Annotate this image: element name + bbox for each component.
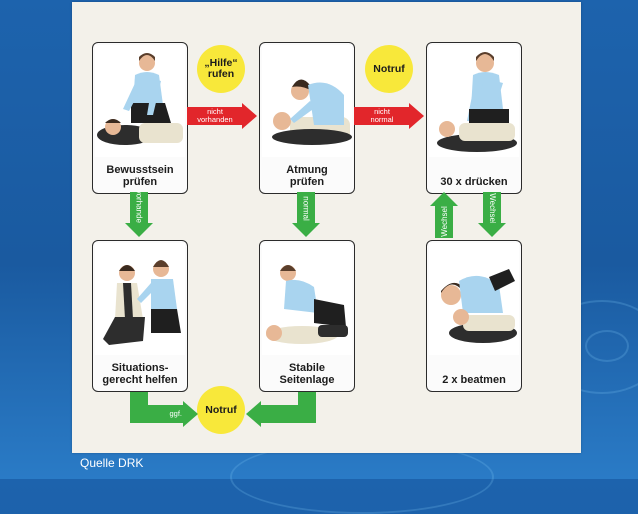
arrow-present: vorhanden <box>125 189 153 238</box>
card-label: 2 x beatmen <box>442 374 506 386</box>
photo-help-appropriately <box>95 243 185 355</box>
card-label: Bewusstsein prüfen <box>106 164 174 188</box>
card-label: Atmung prüfen <box>286 164 328 188</box>
circle-emergency-call-bottom: Notruf <box>197 386 245 434</box>
arrow-label: nicht vorhanden <box>197 107 233 124</box>
arrow-label: normal <box>301 195 311 221</box>
arrow-normal: normal <box>292 192 320 238</box>
arrow-label: ggf. <box>169 409 182 418</box>
arrow-recovery-to-emergency <box>246 401 316 427</box>
photo-recovery-position <box>262 243 352 355</box>
arrow-not-normal: nicht normal <box>354 103 424 129</box>
card-check-consciousness: Bewusstsein prüfen <box>92 42 188 194</box>
card-label: Stabile Seitenlage <box>279 362 335 386</box>
card-recovery-position: Stabile Seitenlage <box>259 240 355 392</box>
arrow-label: nicht normal <box>370 107 394 124</box>
arrow-if-needed: ggf. <box>130 401 198 427</box>
card-check-breathing: Atmung prüfen <box>259 42 355 194</box>
card-rescue-breaths: 2 x beatmen <box>426 240 522 392</box>
photo-check-breathing <box>262 45 352 157</box>
source-caption: Quelle DRK <box>80 456 144 470</box>
photo-rescue-breaths <box>429 243 519 355</box>
card-label: Situations- gerecht helfen <box>102 362 178 386</box>
arrow-switch-up: Wechsel <box>430 192 458 238</box>
card-chest-compressions: 30 x drücken <box>426 42 522 194</box>
circle-call-help: „Hilfe“ rufen <box>197 45 245 93</box>
arrow-label: Wechsel <box>487 192 497 224</box>
photo-check-consciousness <box>95 45 185 157</box>
circle-emergency-call-top: Notruf <box>365 45 413 93</box>
photo-chest-compressions <box>429 45 519 157</box>
card-label: 30 x drücken <box>440 176 508 188</box>
arrow-label: vorhanden <box>134 189 144 227</box>
arrow-label: Wechsel <box>439 206 449 237</box>
arrow-switch-down: Wechsel <box>478 192 506 238</box>
first-aid-flowchart: Bewusstsein prüfen Atmung prüfen <box>72 2 581 453</box>
water-ripple-decoration <box>585 330 629 362</box>
arrow-not-present: nicht vorhanden <box>187 103 257 129</box>
card-help-appropriately: Situations- gerecht helfen <box>92 240 188 392</box>
